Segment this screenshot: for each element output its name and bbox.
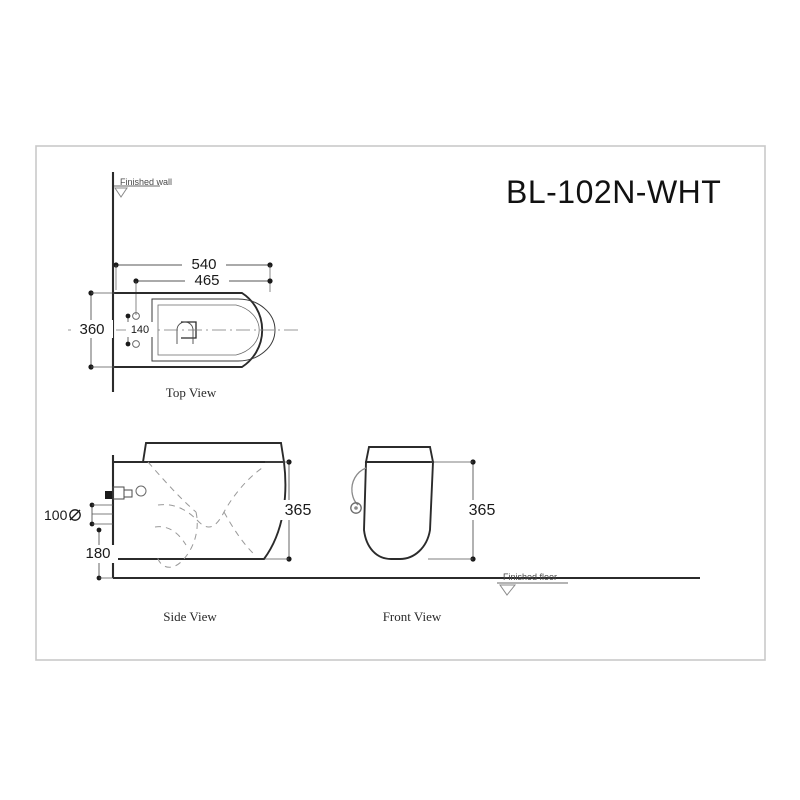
- front-view-caption: Front View: [383, 609, 442, 624]
- top-view-seat-ring-outer: [151, 298, 276, 362]
- front-view-hose-fitting-core: [354, 506, 358, 510]
- front-view-group: 365 Front View: [350, 446, 505, 624]
- dim-465-label: 465: [194, 272, 219, 289]
- top-view-bolt-hole-upper: [132, 312, 140, 320]
- side-view-fitting-nut: [123, 489, 133, 498]
- front-view-hose-fitting: [350, 502, 362, 514]
- finished-wall-annotation: Finished wall: [113, 177, 172, 198]
- dim-465: 465: [133, 269, 273, 315]
- side-view-group: 100 180 365: [44, 442, 321, 624]
- dim-180-label: 180: [85, 545, 110, 562]
- top-view-caption: Top View: [166, 385, 217, 400]
- side-view-hidden-bowl-2: [157, 504, 198, 521]
- dim-360: 360: [71, 290, 115, 370]
- finished-wall-label: Finished wall: [120, 177, 172, 187]
- side-view-hidden-trap: [156, 511, 198, 568]
- dim-180: 180: [78, 527, 120, 581]
- dim-365-side: 365: [265, 459, 321, 562]
- side-view-caption: Side View: [163, 609, 217, 624]
- diameter-symbol-slash: [69, 509, 81, 521]
- top-view-group: 540 465: [68, 252, 300, 400]
- finished-floor-label: Finished floor: [503, 572, 557, 582]
- dim-540-label: 540: [191, 256, 216, 273]
- side-view-wall-bracket: [105, 491, 113, 499]
- dim-140: 140: [125, 312, 154, 348]
- drawing-frame: [35, 145, 766, 661]
- diameter-symbol-circle: [69, 509, 81, 521]
- page-title: BL-102N-WHT: [506, 174, 721, 210]
- dim-100-label: 100: [44, 507, 68, 523]
- side-view-hidden-outlet: [223, 511, 257, 557]
- dim-360-label: 360: [79, 321, 104, 338]
- dim-140-label: 140: [131, 324, 149, 336]
- dim-365-front: 365: [428, 459, 505, 562]
- dim-100-diameter: 100: [44, 502, 113, 527]
- front-view-body-outline: [363, 461, 434, 560]
- dim-365-front-label: 365: [469, 502, 496, 519]
- dim-365-side-label: 365: [285, 502, 312, 519]
- top-view-seat-ring-inner: [157, 304, 260, 356]
- side-view-outlet-circle: [135, 485, 147, 497]
- finished-floor-annotation: Finished floor: [497, 572, 568, 596]
- side-view-hidden-bowl-3: [154, 526, 187, 546]
- top-view-bowl-nose: [176, 321, 194, 344]
- top-view-bolt-hole-lower: [132, 340, 140, 348]
